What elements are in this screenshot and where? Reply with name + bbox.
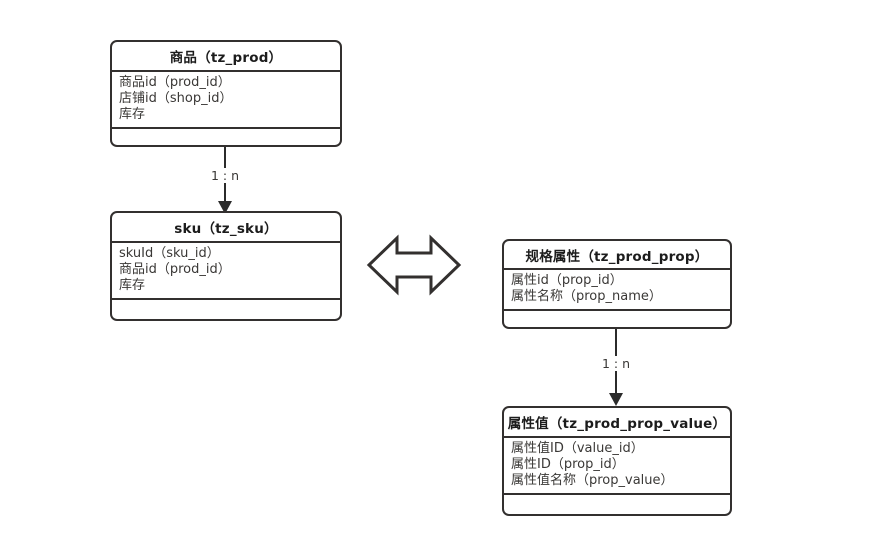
attribute-row: 属性值ID（value_id）	[511, 441, 644, 456]
attribute-row: 库存	[119, 278, 146, 293]
entity-footer-tz-prod-prop-value	[504, 495, 730, 514]
connector-label-cardinality: 1 : n	[210, 168, 241, 183]
entity-box-tz-prod-prop-value[interactable]: 属性值（tz_prod_prop_value） 属性值ID（value_id） …	[502, 406, 732, 516]
attribute-row: 属性id（prop_id）	[511, 273, 623, 288]
attribute-row: 店铺id（shop_id）	[119, 91, 233, 106]
entity-title-tz-prod-prop-value: 属性值（tz_prod_prop_value）	[504, 408, 730, 438]
entity-box-tz-sku[interactable]: sku（tz_sku） skuId（sku_id） 商品id（prod_id） …	[110, 211, 342, 321]
entity-title-tz-prod: 商品（tz_prod）	[112, 42, 340, 72]
entity-attributes-tz-prod-prop-value: 属性值ID（value_id） 属性ID（prop_id） 属性值名称（prop…	[504, 438, 730, 495]
entity-title-tz-prod-prop: 规格属性（tz_prod_prop）	[504, 241, 730, 270]
entity-attributes-tz-prod-prop: 属性id（prop_id） 属性名称（prop_name）	[504, 270, 730, 311]
arrow-down-filled-icon	[218, 201, 232, 214]
entity-title-tz-sku: sku（tz_sku）	[112, 213, 340, 243]
entity-footer-tz-prod	[112, 129, 340, 145]
entity-attributes-tz-sku: skuId（sku_id） 商品id（prod_id） 库存	[112, 243, 340, 300]
entity-attributes-tz-prod: 商品id（prod_id） 店铺id（shop_id） 库存	[112, 72, 340, 129]
attribute-row: 商品id（prod_id）	[119, 262, 231, 277]
entity-footer-tz-prod-prop	[504, 311, 730, 327]
attribute-row: 属性值名称（prop_value）	[511, 473, 674, 488]
connector-prop-to-prop-value: 1 : n	[601, 329, 632, 407]
attribute-row: 商品id（prod_id）	[119, 75, 231, 90]
connector-label-cardinality: 1 : n	[601, 356, 632, 371]
arrow-down-filled-icon	[609, 393, 623, 406]
entity-box-tz-prod[interactable]: 商品（tz_prod） 商品id（prod_id） 店铺id（shop_id） …	[110, 40, 342, 147]
connector-prod-to-sku: 1 : n	[210, 147, 241, 214]
attribute-row: skuId（sku_id）	[119, 246, 220, 261]
entity-footer-tz-sku	[112, 300, 340, 319]
attribute-row: 库存	[119, 107, 146, 122]
entity-box-tz-prod-prop[interactable]: 规格属性（tz_prod_prop） 属性id（prop_id） 属性名称（pr…	[502, 239, 732, 329]
attribute-row: 属性ID（prop_id）	[511, 457, 625, 472]
double-headed-arrow-icon	[366, 234, 462, 296]
attribute-row: 属性名称（prop_name）	[511, 289, 662, 304]
